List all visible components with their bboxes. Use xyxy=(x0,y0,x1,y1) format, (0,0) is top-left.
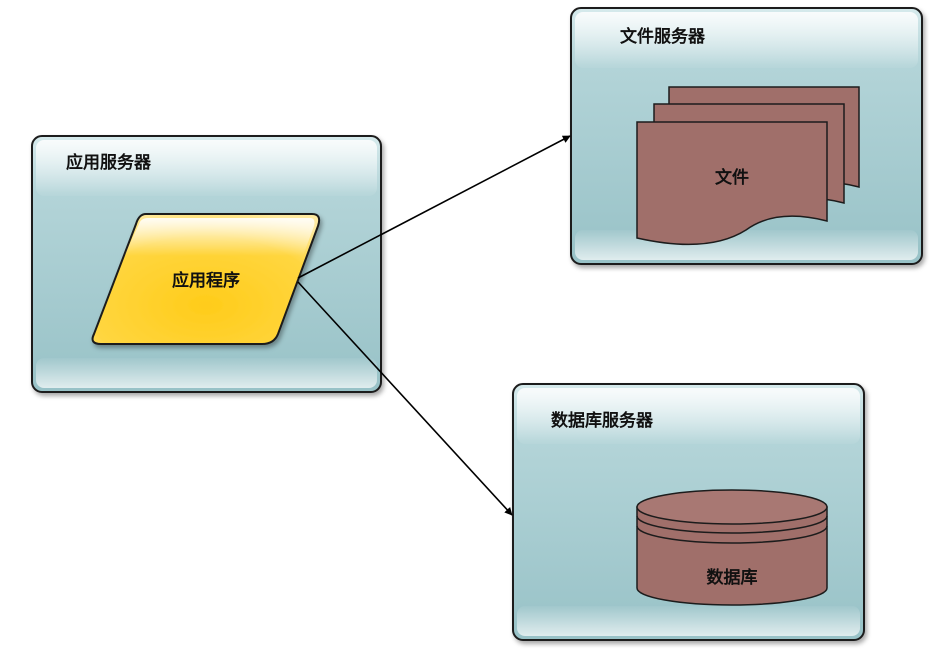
database-label: 数据库 xyxy=(707,567,758,588)
db-server-title: 数据库服务器 xyxy=(551,410,654,431)
file-sheet-front xyxy=(636,121,828,246)
application-program: 应用程序 xyxy=(91,213,321,345)
app-server-title: 应用服务器 xyxy=(66,152,152,173)
database-ring-1 xyxy=(636,515,828,534)
database-top xyxy=(636,489,828,525)
file-server-title: 文件服务器 xyxy=(620,26,706,47)
file-stack: 文件 xyxy=(636,86,860,246)
arrow-program-to-db-server xyxy=(297,281,513,516)
database-ring-2 xyxy=(636,525,828,544)
application-program-label: 应用程序 xyxy=(172,270,240,291)
arrow-program-to-file-server xyxy=(297,135,571,279)
database-cylinder: 数据库 xyxy=(636,489,828,606)
file-label: 文件 xyxy=(715,167,749,188)
